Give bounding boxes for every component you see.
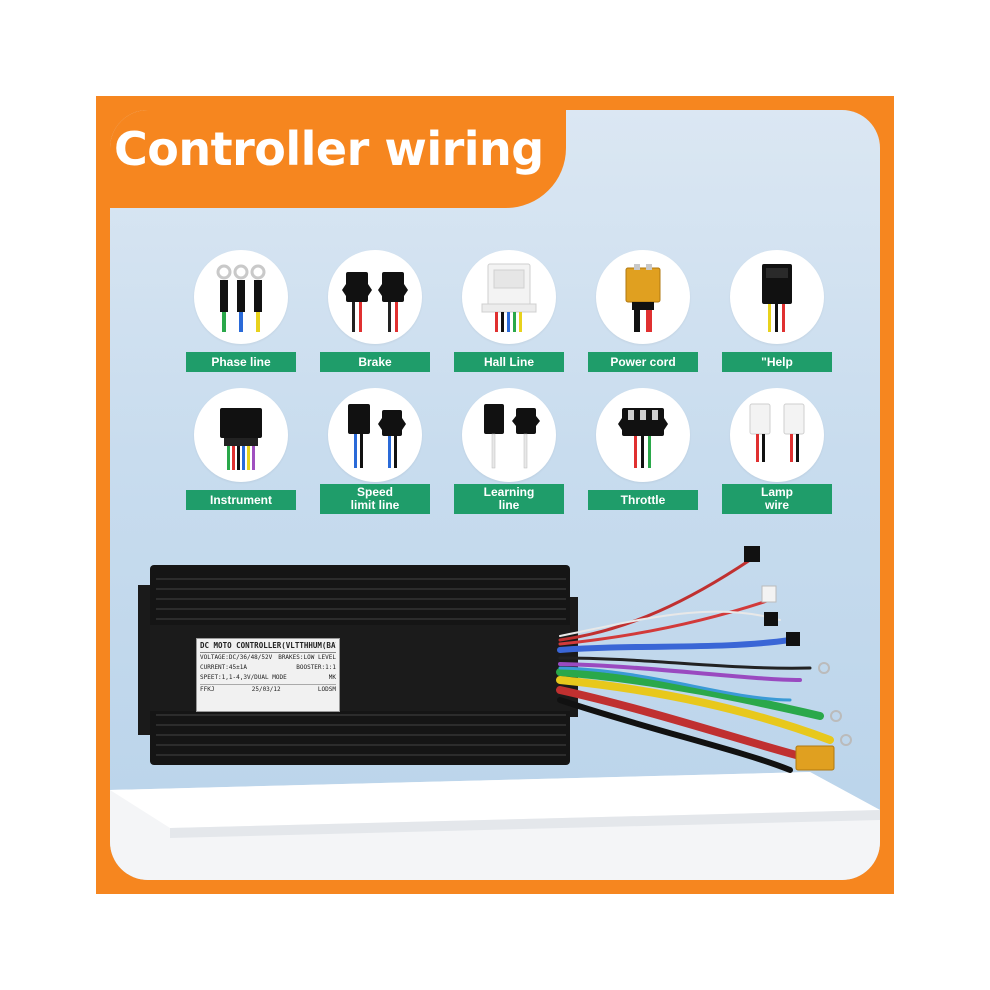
throttle-connector-icon bbox=[596, 388, 690, 482]
orange-frame: Controller wiring Phase line bbox=[96, 96, 894, 894]
connector-label: Phase line bbox=[186, 352, 296, 372]
connector-label: "Help bbox=[722, 352, 832, 372]
connector-label: Power cord bbox=[588, 352, 698, 372]
lamp-connector-icon bbox=[730, 388, 824, 482]
power-cord-icon bbox=[596, 250, 690, 344]
controller-nameplate: DC MOTO CONTROLLER(VLTTHHUM(BATTERY) VOL… bbox=[196, 638, 340, 712]
connector-hall-line: Hall Line bbox=[454, 250, 564, 372]
connector-learning-line: Learning line bbox=[454, 388, 564, 514]
connector-help: "Help bbox=[722, 250, 832, 372]
connector-phase-line: Phase line bbox=[186, 250, 296, 372]
nameplate-header: DC MOTO CONTROLLER(VLTTHHUM(BATTERY) bbox=[200, 641, 336, 653]
connector-brake: Brake bbox=[320, 250, 430, 372]
help-connector-icon bbox=[730, 250, 824, 344]
wire-harness bbox=[556, 546, 852, 773]
nameplate-booster: BOOSTER:1:1 bbox=[296, 664, 336, 671]
connector-label: Instrument bbox=[186, 490, 296, 510]
learning-connector-icon bbox=[462, 388, 556, 482]
instrument-connector-icon bbox=[194, 388, 288, 482]
connector-label: Lamp wire bbox=[722, 484, 832, 514]
brake-connector-icon bbox=[328, 250, 422, 344]
connector-label: Hall Line bbox=[454, 352, 564, 372]
nameplate-code: FFKJ bbox=[200, 686, 215, 693]
nameplate-mk: MK bbox=[328, 674, 336, 681]
connector-power-cord: Power cord bbox=[588, 250, 698, 372]
content-panel: Controller wiring Phase line bbox=[110, 110, 880, 880]
connector-label: Speed limit line bbox=[320, 484, 430, 514]
nameplate-model: LODSM bbox=[317, 686, 336, 693]
phase-line-icon bbox=[194, 250, 288, 344]
connector-label: Throttle bbox=[588, 490, 698, 510]
hall-line-icon bbox=[462, 250, 556, 344]
nameplate-current: CURRENT:45±1A bbox=[200, 664, 247, 671]
nameplate-speed: SPEET:1,1-4,3V/DUAL MODE bbox=[200, 674, 287, 681]
title-tab: Controller wiring bbox=[110, 110, 566, 208]
connector-lamp-wire: Lamp wire bbox=[722, 388, 832, 514]
nameplate-date: 25/03/12 bbox=[251, 686, 281, 693]
connector-speed-limit-line: Speed limit line bbox=[320, 388, 430, 514]
page-title: Controller wiring bbox=[114, 122, 544, 176]
display-platform bbox=[110, 772, 880, 880]
connector-throttle: Throttle bbox=[588, 388, 698, 510]
connector-label: Brake bbox=[320, 352, 430, 372]
speed-limit-connector-icon bbox=[328, 388, 422, 482]
nameplate-brakes: BRAKES:LOW LEVEL bbox=[278, 654, 336, 661]
connector-label: Learning line bbox=[454, 484, 564, 514]
nameplate-voltage: VOLTAGE:DC/36/48/52V bbox=[200, 654, 273, 661]
connector-instrument: Instrument bbox=[186, 388, 296, 510]
